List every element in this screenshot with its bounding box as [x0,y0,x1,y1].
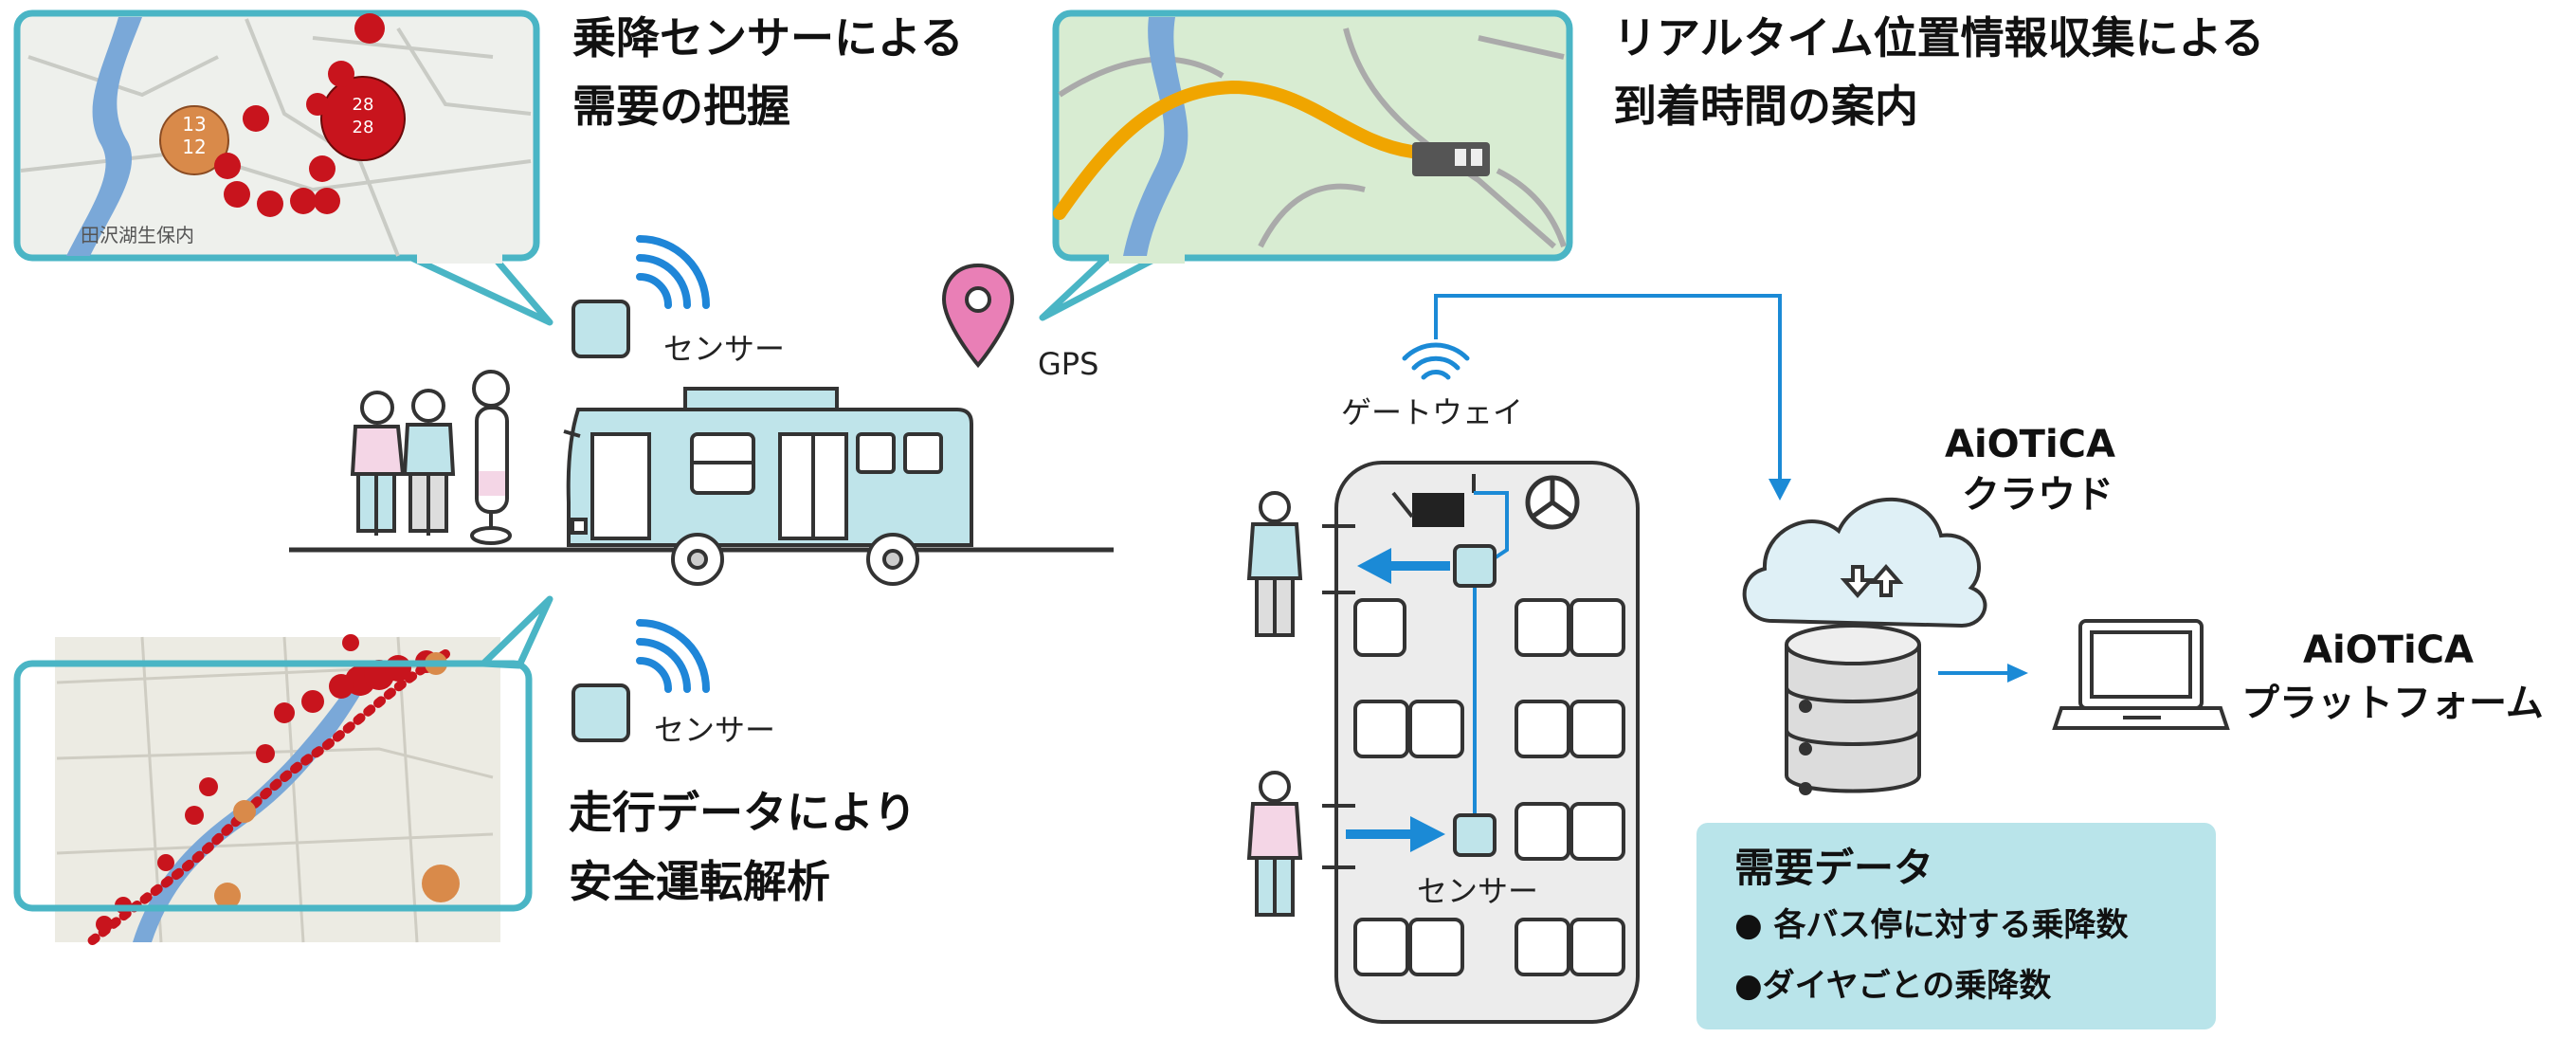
label-cloud-2: クラウド [1962,473,2113,517]
map-streets [20,18,532,257]
label-bus-sensor: センサー [1417,873,1539,909]
demand-item-1: ● 各バス停に対する乗降数 [1734,906,2129,944]
label-cloud-1: AiOTiCA [1945,423,2115,466]
map-bubble-orange-top: 13 [182,113,206,136]
heading-realtime-1: リアルタイム位置情報収集による [1613,12,2265,64]
label-sensor-bottom: センサー [654,712,776,748]
person-waiting-1 [350,391,406,536]
bus-sensor-rear [1453,813,1497,857]
bus-sensor-front [1453,544,1497,588]
river-shape [66,17,142,256]
gateway-wifi-icon [1402,342,1470,380]
heading-sensor-demand-2: 需要の把握 [572,81,790,132]
gps-route-line [1053,80,1428,220]
sensor-box-top [571,300,630,358]
steering-wheel-icon [1525,475,1580,530]
sync-arrows-icon [1840,563,1904,599]
database-icon [1785,624,1921,795]
enter-arrow [1346,816,1445,852]
aiotica-cloud-icon [1742,497,1987,628]
sensor-box-bottom [571,683,630,742]
demand-map-callout: 13 12 28 28 田沢湖生保内 [13,9,553,326]
map-place-label: 田沢湖生保内 [81,224,194,246]
map-bubble-red-bottom: 28 [353,118,374,137]
demand-item-2: ●ダイヤごとの乗降数 [1734,967,2052,1005]
bus-stop-sign-icon [470,370,512,545]
label-sensor-top: センサー [663,331,786,367]
passenger-boarding [1246,771,1303,917]
gps-map-callout [1039,9,1573,321]
gps-map-river [1123,17,1188,256]
heading-driving-1: 走行データにより [569,787,917,838]
wifi-icon-top [636,235,710,309]
bus-doors [1322,524,1355,869]
label-gateway: ゲートウェイ [1341,394,1524,430]
label-gps: GPS [1038,346,1099,382]
laptop-icon [2052,619,2230,730]
bus-topview-section [1246,294,1791,1024]
gateway-to-cloud-arrowhead [1769,479,1791,501]
driving-route-trace [85,649,450,947]
label-platform-2: プラットフォーム [2241,682,2544,725]
bus-stop-scene [289,235,1114,742]
exit-arrow [1357,548,1450,584]
demand-data-box [1696,823,2216,1029]
passenger-exiting [1246,491,1303,637]
db-to-platform-arrow [1938,664,2028,683]
heading-sensor-demand-1: 乗降センサーによる [572,12,964,64]
bus-seats [1353,598,1625,976]
label-platform-1: AiOTiCA [2303,628,2474,672]
demand-data-title: 需要データ [1734,845,1934,891]
heading-realtime-2: 到着時間の案内 [1613,81,1918,132]
driving-map-callout [13,595,553,947]
wifi-icon-bottom [636,619,710,693]
heading-driving-2: 安全運転解析 [569,856,830,907]
map-bubble-orange-bottom: 12 [182,136,206,158]
fare-machine-icon [1391,474,1476,527]
map-bubble-red-top: 28 [353,95,374,115]
person-waiting-2 [402,389,456,536]
bus-illustration [563,387,973,586]
driving-orange-markers [214,652,460,909]
demand-markers [159,13,406,217]
gps-bus-icon [1412,142,1490,176]
gateway-to-cloud-line [1434,294,1782,483]
sensor-wiring [1473,491,1509,815]
gps-pin-icon [941,263,1015,369]
